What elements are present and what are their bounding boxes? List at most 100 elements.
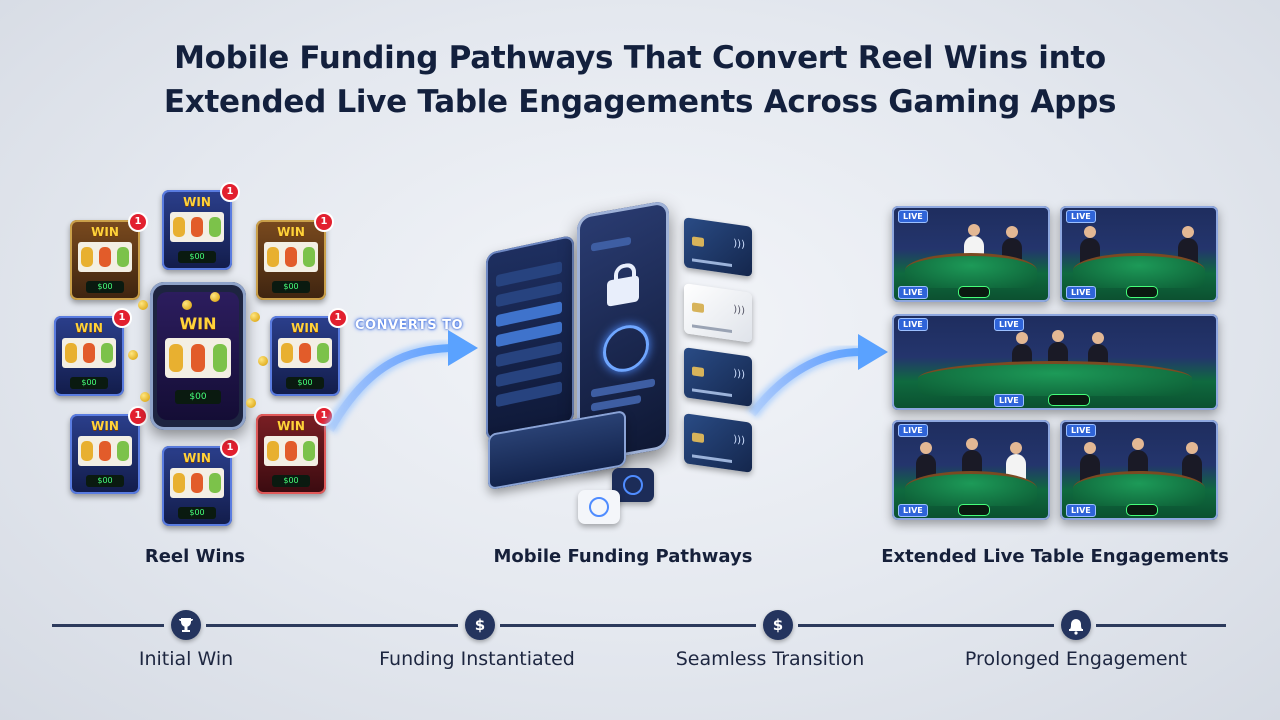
win-label: WIN xyxy=(91,419,119,433)
page-title: Mobile Funding Pathways That Convert Ree… xyxy=(0,36,1280,124)
win-label: WIN xyxy=(179,314,217,333)
coin-icon xyxy=(182,300,192,310)
bell-icon xyxy=(1061,610,1091,640)
credit-card-icon: ))) xyxy=(684,347,752,407)
win-label: WIN xyxy=(277,419,305,433)
stage-label-mobile-funding: Mobile Funding Pathways xyxy=(493,546,753,567)
slot-machine-icon: WIN 1 $00 xyxy=(70,408,146,494)
coin-icon xyxy=(250,312,260,322)
app-menu-panel xyxy=(486,234,574,442)
slot-credit-display: $00 xyxy=(175,390,221,404)
slot-reels xyxy=(62,338,116,368)
live-badge: LIVE xyxy=(898,318,928,331)
notification-badge: 1 xyxy=(130,214,146,230)
notification-badge: 1 xyxy=(222,440,238,456)
credit-card-icon: ))) xyxy=(684,413,752,473)
timeline-line xyxy=(52,624,164,627)
notification-badge: 1 xyxy=(330,310,346,326)
live-badge: LIVE xyxy=(1066,210,1096,223)
slot-machine-icon: WIN 1 $00 xyxy=(70,214,146,300)
win-label: WIN xyxy=(291,321,319,335)
coin-icon xyxy=(210,292,220,302)
credit-card-icon: ))) xyxy=(684,217,752,277)
slot-credit-display: $00 xyxy=(86,475,124,487)
win-label: WIN xyxy=(277,225,305,239)
win-label: WIN xyxy=(183,195,211,209)
slot-credit-display: $00 xyxy=(70,377,108,389)
gaming-table xyxy=(904,253,1038,288)
live-table-tile: LIVE LIVE xyxy=(1060,420,1218,520)
coin-icon xyxy=(246,398,256,408)
dollar-icon: $ xyxy=(465,610,495,640)
coin-icon xyxy=(258,356,268,366)
gaming-table xyxy=(904,471,1038,506)
timeline-label-transition: Seamless Transition xyxy=(675,648,865,670)
balance-pill xyxy=(1126,286,1158,298)
timeline-line xyxy=(206,624,458,627)
balance-pill xyxy=(1126,504,1158,516)
slot-reels xyxy=(170,212,224,242)
slot-credit-display: $00 xyxy=(272,475,310,487)
live-badge: LIVE xyxy=(1066,424,1096,437)
notification-badge: 1 xyxy=(114,310,130,326)
slot-reels xyxy=(264,436,318,466)
trophy-icon xyxy=(171,610,201,640)
slot-credit-display: $00 xyxy=(178,507,216,519)
arrow-to-live xyxy=(746,334,888,419)
live-badge: LIVE xyxy=(1066,504,1096,517)
gaming-table xyxy=(1072,471,1206,506)
slot-credit-display: $00 xyxy=(86,281,124,293)
win-label: WIN xyxy=(183,451,211,465)
live-badge: LIVE xyxy=(1066,286,1096,299)
live-badge: LIVE xyxy=(994,318,1024,331)
live-badge: LIVE xyxy=(898,424,928,437)
slot-machine-icon: WIN 1 $00 xyxy=(54,310,130,396)
gaming-table xyxy=(918,361,1192,396)
slot-credit-display: $00 xyxy=(286,377,324,389)
fingerprint-icon xyxy=(603,321,649,376)
timeline-line xyxy=(798,624,1054,627)
arrow-converts xyxy=(323,330,478,434)
timeline-label-initial-win: Initial Win xyxy=(138,648,234,670)
slot-reels xyxy=(165,338,231,378)
coin-icon xyxy=(128,350,138,360)
timeline-label-engagement: Prolonged Engagement xyxy=(964,648,1188,670)
balance-pill xyxy=(1048,394,1090,406)
stage-label-live-tables: Extended Live Table Engagements xyxy=(881,546,1229,567)
live-table-tile: LIVE LIVE xyxy=(1060,206,1218,302)
notification-badge: 1 xyxy=(130,408,146,424)
timeline-label-funding: Funding Instantiated xyxy=(379,648,575,670)
phone-slot-machine-icon: WIN $00 xyxy=(150,282,246,430)
coin-icon xyxy=(140,392,150,402)
slot-reels xyxy=(264,242,318,272)
notification-badge: 1 xyxy=(316,214,332,230)
slot-reels xyxy=(170,468,224,498)
slot-machine-icon: WIN 1 $00 xyxy=(256,408,332,494)
live-table-tile: LIVE LIVE xyxy=(892,420,1050,520)
live-table-tile: LIVE LIVE xyxy=(892,206,1050,302)
slot-credit-display: $00 xyxy=(178,251,216,263)
credit-card-icon: ))) xyxy=(684,283,752,343)
slot-machine-icon: WIN 1 $00 xyxy=(162,440,238,526)
live-badge: LIVE xyxy=(898,286,928,299)
win-label: WIN xyxy=(91,225,119,239)
slot-reels xyxy=(78,436,132,466)
converts-to-label: CONVERTS TO xyxy=(355,318,464,333)
title-line-1: Mobile Funding Pathways That Convert Ree… xyxy=(174,40,1106,76)
slot-credit-display: $00 xyxy=(272,281,310,293)
dollar-icon: $ xyxy=(763,610,793,640)
notification-badge: 1 xyxy=(222,184,238,200)
live-badge: LIVE xyxy=(898,210,928,223)
gaming-table xyxy=(1072,253,1206,288)
coin-icon xyxy=(138,300,148,310)
live-table-tile: LIVE LIVE LIVE xyxy=(892,314,1218,410)
live-badge: LIVE xyxy=(898,504,928,517)
balance-pill xyxy=(958,286,990,298)
stage-label-reel-wins: Reel Wins xyxy=(144,546,246,567)
title-line-2: Extended Live Table Engagements Across G… xyxy=(163,84,1117,120)
timeline-line xyxy=(500,624,756,627)
slot-reels xyxy=(278,338,332,368)
slot-reels xyxy=(78,242,132,272)
win-label: WIN xyxy=(75,321,103,335)
balance-pill xyxy=(958,504,990,516)
